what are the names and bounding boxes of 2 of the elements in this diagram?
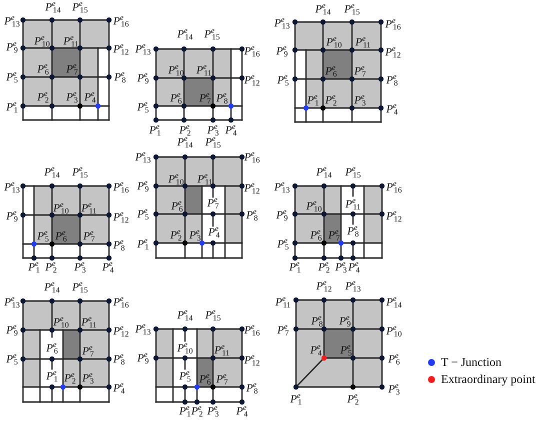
legend-label: T − Junction: [441, 355, 502, 370]
legend-label: Extraordinary point: [441, 372, 536, 387]
